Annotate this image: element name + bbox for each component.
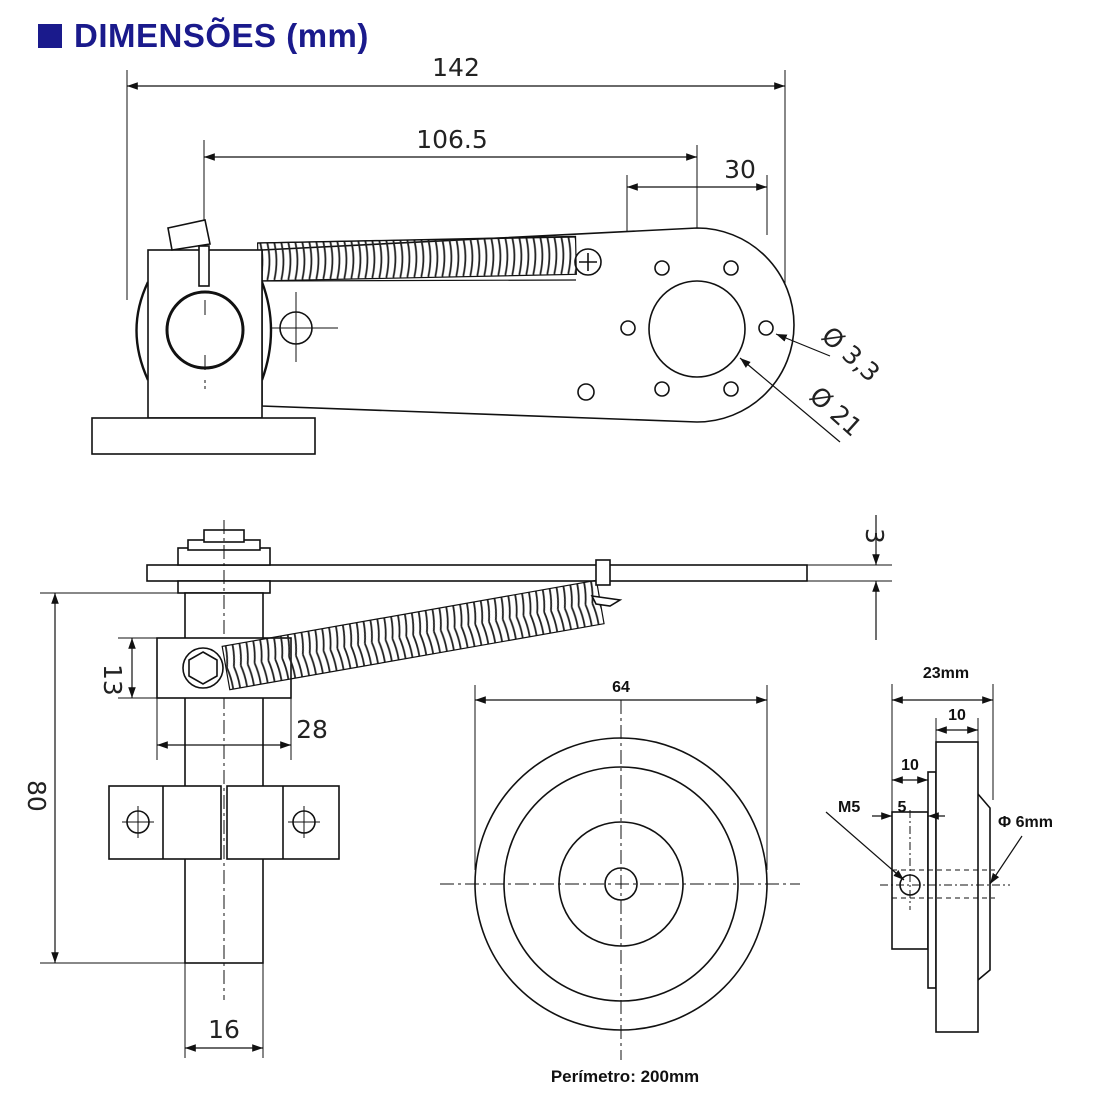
dim-clamp-height: 13	[98, 664, 127, 696]
wheel-side-view	[825, 684, 1023, 1033]
dim-thread: M5	[838, 799, 860, 816]
wheel-side-labels: 23mm 10 10 M5 5 Φ 6mm	[838, 665, 1053, 831]
wheel-front-labels: 64 Perímetro: 200mm	[551, 679, 699, 1086]
dim-thread-offset: 5	[898, 799, 907, 816]
title-bullet-icon	[38, 24, 62, 48]
dim-clamp-width: 28	[296, 715, 328, 744]
dim-axle-dia: Φ 6mm	[998, 814, 1053, 831]
dim-wheel-offset: 30	[724, 155, 756, 184]
dim-total-width: 23mm	[923, 665, 969, 682]
side-view	[40, 515, 892, 1058]
top-view	[91, 70, 841, 455]
wheel-front-view	[440, 685, 800, 1060]
title-text: DIMENSÕES (mm)	[74, 17, 369, 54]
dim-overall-length: 142	[432, 53, 480, 82]
dim-plate-thickness: 3	[860, 528, 889, 544]
side-view-labels: 3 13 28 80 16	[22, 528, 889, 1044]
dim-bore-dia: Ø 21	[804, 381, 868, 442]
dim-total-height: 80	[22, 780, 51, 812]
dim-hub-width: 10	[901, 757, 919, 774]
dim-pivot-to-wheel: 106.5	[416, 125, 488, 154]
dim-shaft-dia: 16	[208, 1015, 240, 1044]
dim-tread-width: 10	[948, 707, 966, 724]
dim-wheel-diameter: 64	[612, 679, 630, 696]
page-title: DIMENSÕES (mm)	[38, 14, 369, 58]
perimeter-caption: Perímetro: 200mm	[551, 1067, 699, 1086]
